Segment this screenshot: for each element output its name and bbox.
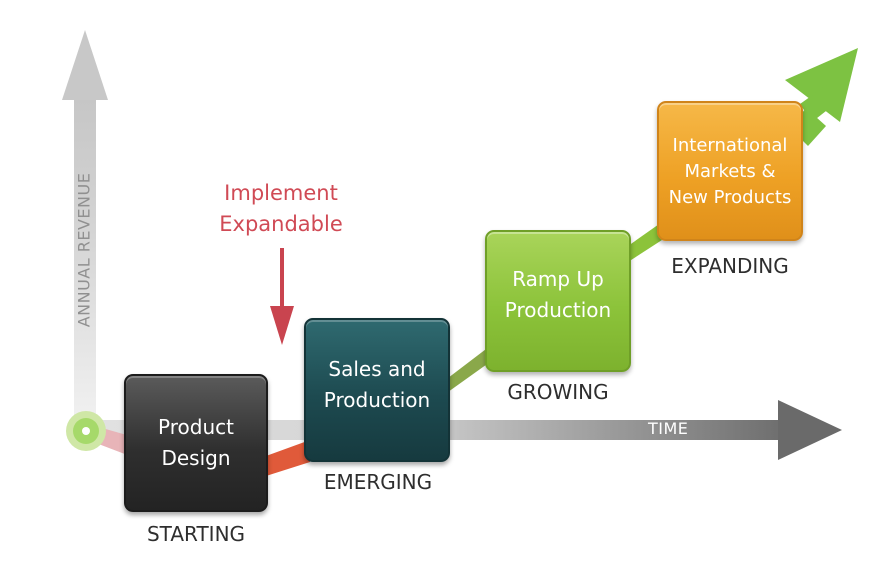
connector-sales-to-ramp [448,346,490,392]
connector-design-to-sales [266,440,310,476]
stage-label-expanding: EXPANDING [671,254,789,278]
stage-box-text: Product Design [158,415,234,470]
y-axis-label-text: ANNUAL REVENUE [74,172,94,328]
y-axis-arrow [62,30,108,428]
connector-ramp-to-intl [628,222,662,262]
stage-box-sales-and-production: Sales and Production [304,318,450,462]
x-axis-label: TIME [648,419,689,438]
implement-expandable-annotation: Implement Expandable [219,181,343,236]
stage-label-growing: GROWING [507,380,609,404]
stage-box-text: International Markets & New Products [668,135,792,208]
stage-box-product-design: Product Design [124,374,268,512]
stage-label-starting: STARTING [146,522,246,546]
implement-down-arrow [270,248,294,345]
stage-box-ramp-up-production: Ramp Up Production [485,230,631,372]
stage-box-international-markets: International Markets & New Products [657,101,803,241]
origin-circle [66,411,106,451]
stage-box-text: Sales and Production [323,357,431,412]
stage-box-text: Ramp Up Production [504,267,612,322]
stage-label-emerging: EMERGING [323,470,433,494]
